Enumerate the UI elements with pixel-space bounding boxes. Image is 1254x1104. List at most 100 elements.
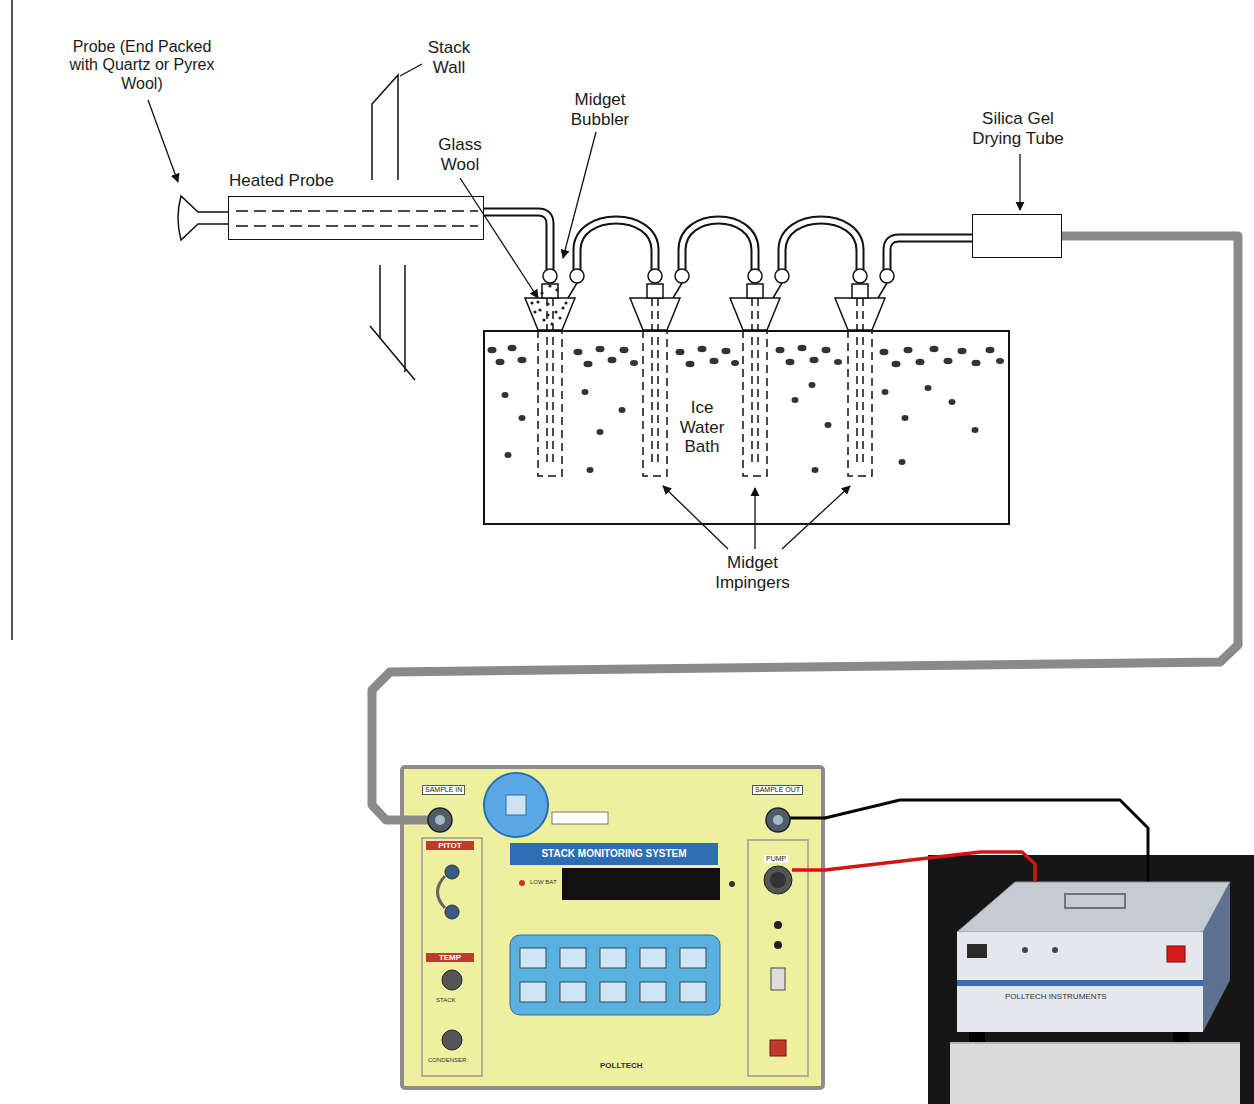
ice-pieces [798, 345, 807, 351]
ice-pieces [620, 347, 629, 353]
ice-pieces [882, 389, 889, 395]
low-battery-led [519, 880, 525, 886]
pitot-fittings [438, 865, 460, 919]
panel-controls [774, 921, 782, 929]
keypad [600, 982, 626, 1002]
glass-wool [561, 306, 564, 309]
glass-wool [542, 318, 545, 321]
glass-tubing [484, 212, 972, 272]
midget-impinger [775, 269, 789, 283]
monitor-panel [402, 767, 823, 1088]
glass-wool [550, 322, 553, 325]
pump-unit [967, 944, 987, 958]
pump-unit [957, 882, 1230, 1042]
ice-pieces [518, 357, 527, 363]
ice-pieces [630, 360, 638, 366]
ice-pieces [972, 427, 979, 433]
sample-out-fitting [766, 808, 825, 832]
stack-wall [404, 265, 406, 372]
keypad [600, 948, 626, 968]
midget-bubbler [547, 298, 553, 466]
midget-bubbler [570, 269, 584, 283]
monitor-panel [402, 767, 823, 1088]
ice-pieces [731, 360, 739, 366]
panel-controls [770, 1040, 786, 1056]
keypad [680, 948, 706, 968]
ice-pieces [930, 346, 939, 352]
glass-wool [548, 284, 551, 287]
pump-unit [1052, 947, 1058, 953]
pump-unit [1065, 894, 1125, 908]
selector-knob [484, 773, 548, 837]
midget-bubbler [538, 330, 562, 476]
glass-wool [546, 313, 549, 316]
ice-pieces [698, 346, 707, 352]
ice-pieces [505, 452, 512, 458]
glass-tubing [484, 212, 550, 272]
ice-pieces [892, 361, 901, 367]
glass-tubing [782, 220, 860, 272]
drying-tube-box: Silica Gel Drying Tube [972, 214, 1062, 258]
pump-unit [969, 1032, 985, 1042]
glass-tubing [782, 220, 860, 272]
heated-probe-box: Heated Probe [228, 196, 484, 240]
glass-wool [530, 301, 533, 304]
midget-impinger [647, 284, 663, 298]
leader-line [663, 486, 728, 549]
ice-pieces [776, 347, 785, 353]
low-battery-led [519, 880, 525, 886]
pump-unit [1203, 882, 1230, 1032]
sample-in-fitting [400, 808, 452, 832]
node-label: Ice Water Bath [669, 398, 735, 457]
midget-impinger [743, 330, 767, 476]
keypad [560, 982, 586, 1002]
ice-pieces [488, 347, 497, 353]
pump-unit [957, 980, 1203, 986]
ice-pieces [822, 347, 831, 353]
ice-pieces [519, 415, 526, 421]
pump-unit [957, 932, 1203, 1032]
glass-wool [555, 288, 558, 291]
ice-pieces [582, 389, 589, 395]
panel-controls [774, 941, 782, 949]
ice-pieces [686, 361, 695, 367]
pump-socket [770, 872, 786, 888]
glass-wool [564, 301, 567, 304]
probe-heater-lines [236, 211, 478, 226]
keypad [510, 935, 720, 1015]
photo-background [928, 855, 1254, 1104]
keypad [520, 982, 546, 1002]
midget-impinger [773, 283, 782, 298]
ice-pieces [584, 361, 593, 367]
display-screen [562, 868, 735, 900]
glass-wool [533, 310, 536, 313]
socket-label: CONDENSER [428, 1057, 466, 1064]
probe-nozzle [178, 196, 228, 240]
midget-impinger [752, 298, 758, 466]
selector-knob [484, 773, 608, 837]
midget-impinger [648, 269, 662, 283]
ice-pieces [792, 397, 799, 403]
ice-pieces [488, 345, 1005, 473]
display-screen [729, 881, 735, 887]
ice-pieces [958, 348, 967, 354]
ice-pieces [916, 359, 925, 365]
part-label: Midget Impingers [700, 553, 805, 592]
pitot-fittings [445, 905, 459, 919]
ice-pieces [786, 359, 795, 365]
midget-impinger [730, 269, 789, 476]
pump-unit-box: POLLTECH INSTRUMENTS [945, 880, 1235, 1045]
sample-in-fitting [428, 808, 452, 832]
leader-line [1019, 154, 1020, 210]
midget-impinger [880, 269, 894, 283]
indicator-label: LOW BAT [530, 879, 557, 886]
glass-tubing [484, 212, 550, 272]
pump-socket [764, 866, 792, 894]
ice-pieces [996, 358, 1004, 364]
keypad [640, 948, 666, 968]
pump-unit [1173, 1032, 1189, 1042]
section-header: TEMP [426, 953, 474, 962]
red-cable [825, 852, 1035, 880]
display-screen [562, 868, 720, 900]
